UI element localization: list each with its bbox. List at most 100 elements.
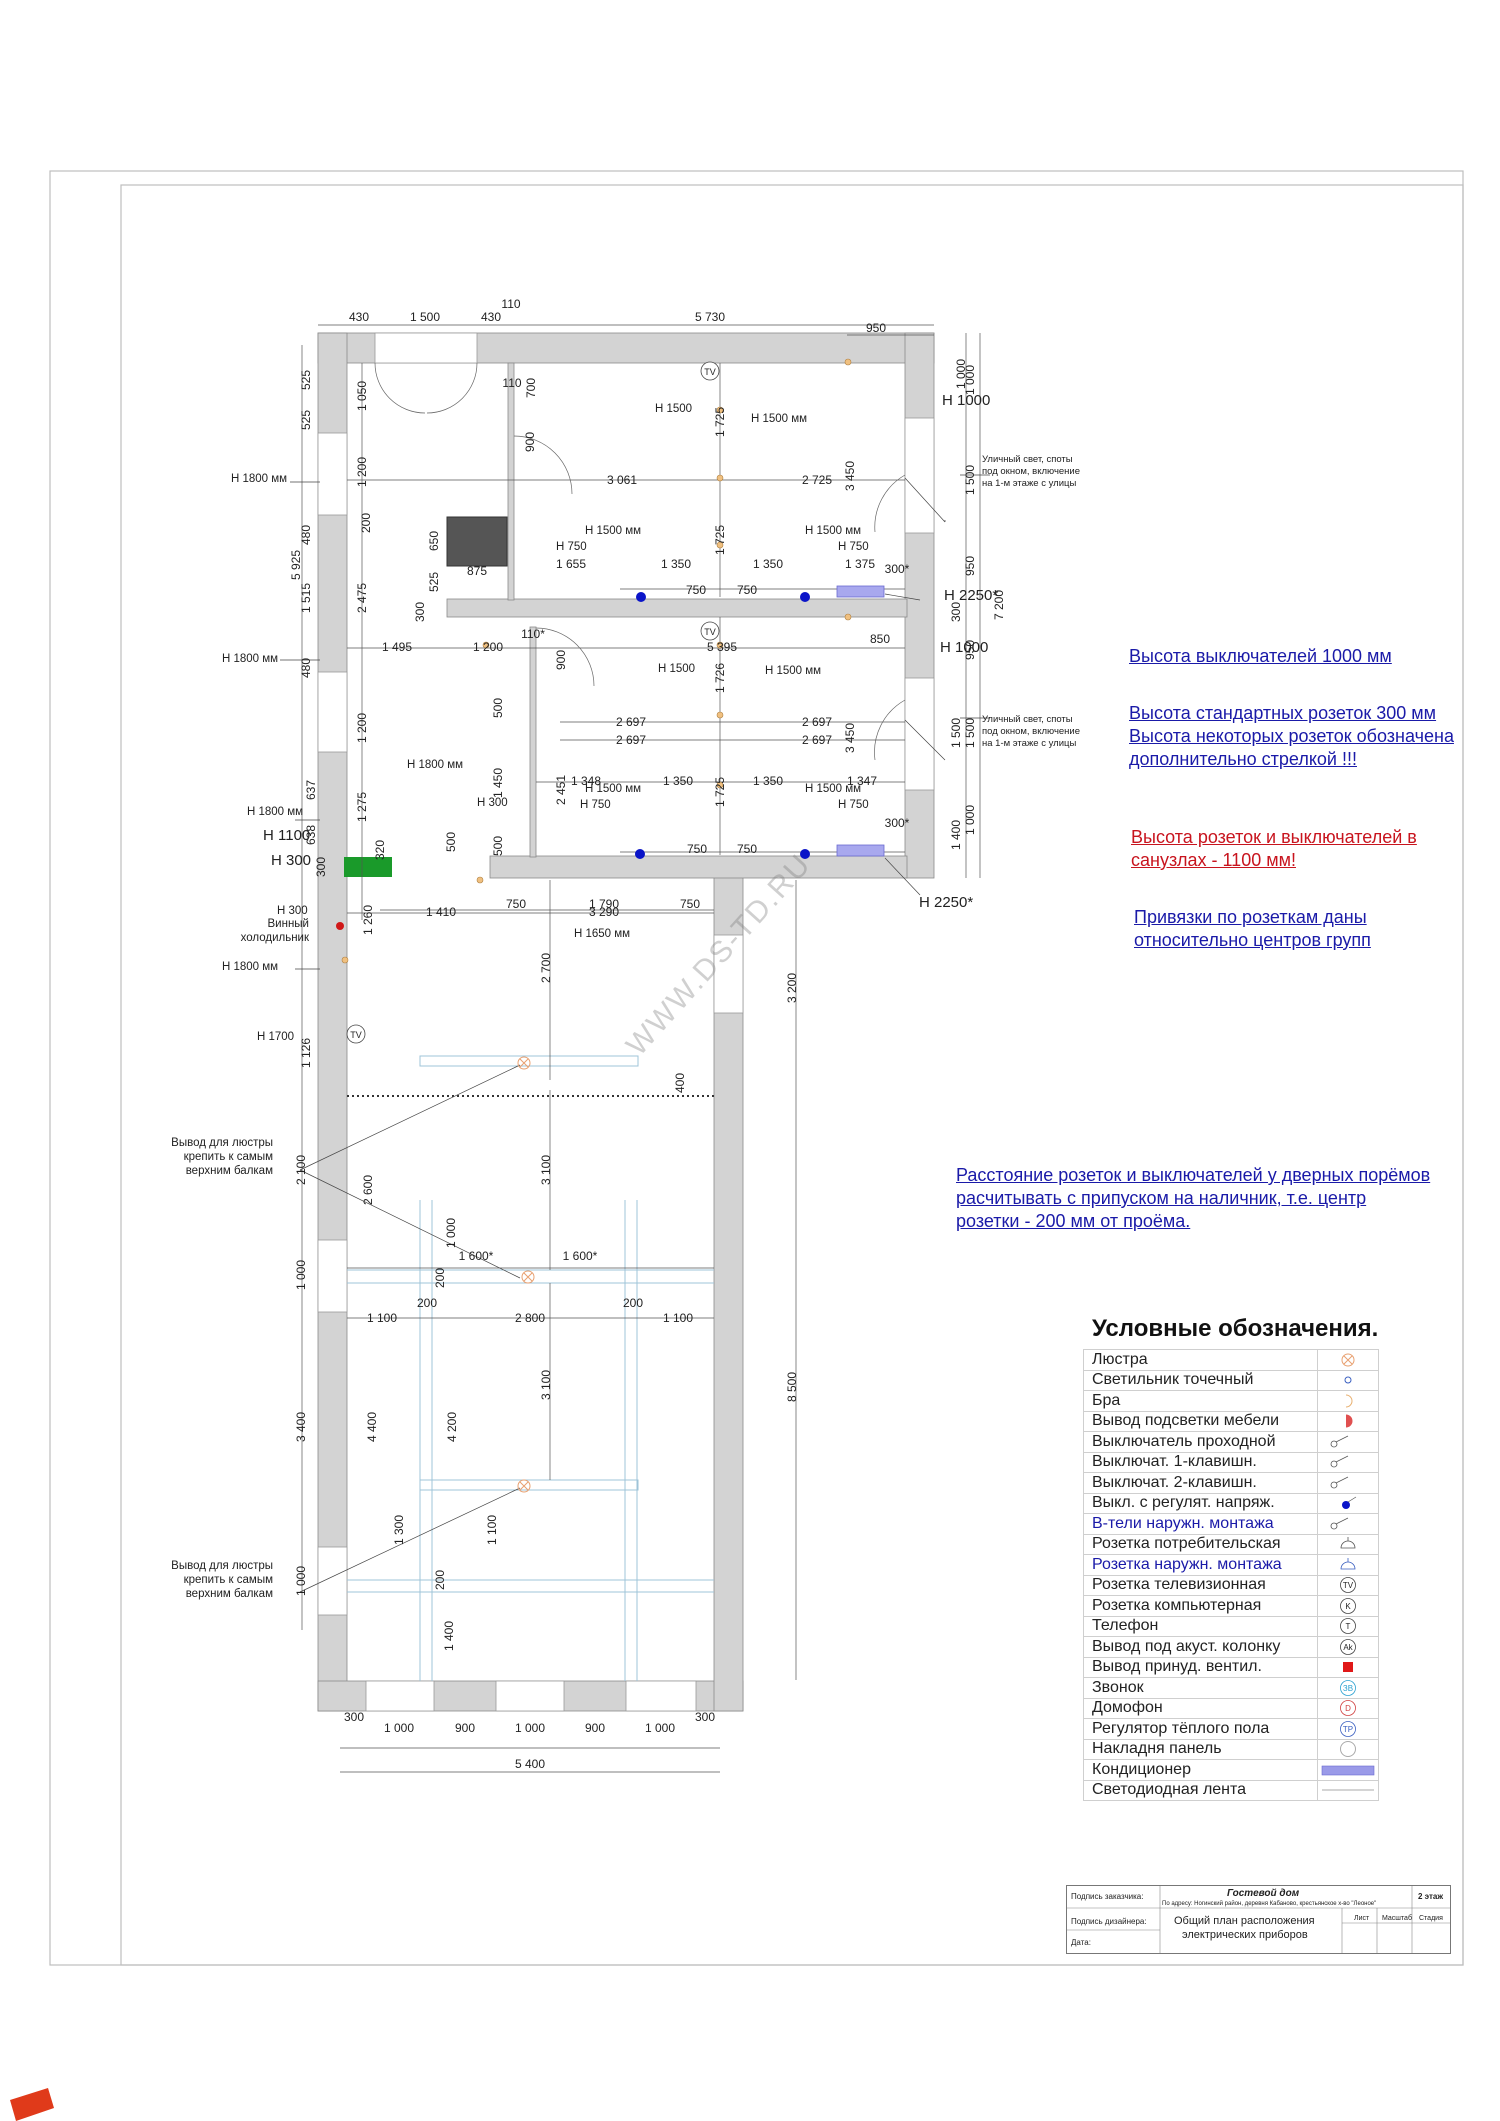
- legend-label: Выключатель проходной: [1083, 1431, 1318, 1453]
- pass-switch-icon: [1317, 1431, 1379, 1453]
- note-reference-1: Привязки по розеткам даны: [1134, 907, 1367, 927]
- svg-text:H 1650 мм: H 1650 мм: [574, 928, 630, 940]
- svg-text:3 450: 3 450: [843, 723, 857, 753]
- outdoor-switch-icon: [1317, 1513, 1379, 1535]
- left-dimensions: 525 525 5 925 480 1 515 480 637 638 1 12…: [289, 370, 318, 1596]
- svg-text:H 1800 мм: H 1800 мм: [222, 961, 278, 973]
- note-bathroom-2: санузлах - 1100 мм!: [1131, 850, 1296, 870]
- svg-text:H 2250*: H 2250*: [944, 587, 998, 604]
- svg-text:1 050: 1 050: [355, 381, 369, 411]
- svg-text:1 725: 1 725: [713, 777, 727, 807]
- note-socket-std-2: Высота некоторых розеток обозначена: [1129, 726, 1454, 746]
- legend-label: Выключат. 1-клавишн.: [1083, 1451, 1318, 1473]
- note-socket-std-1: Высота стандартных розеток 300 мм: [1129, 703, 1437, 723]
- legend-label: Регулятор тёплого пола: [1083, 1718, 1318, 1740]
- legend-label: Выключат. 2-клавишн.: [1083, 1472, 1318, 1494]
- window-openings: [317, 332, 935, 1712]
- svg-text:T: T: [1346, 1622, 1351, 1631]
- project-address: По адресу: Ногинский район, деревня Каба…: [1162, 1901, 1377, 1907]
- svg-text:3 200: 3 200: [785, 973, 799, 1003]
- tv-label-2: TV: [704, 627, 716, 637]
- legend-label: Накладня панель: [1083, 1738, 1318, 1760]
- svg-text:430: 430: [349, 310, 369, 324]
- note-door-3: розетки - 200 мм от проёма.: [956, 1211, 1191, 1231]
- svg-text:400: 400: [673, 1073, 687, 1093]
- bottom-dimensions: 300 1 000 900 1 000 900 1 000 300 5 400: [344, 1710, 715, 1771]
- inner-sheet-frame: [120, 184, 1464, 1966]
- svg-text:D: D: [1345, 1704, 1351, 1713]
- ceiling-beams: [347, 1055, 714, 1681]
- svg-text:1 790: 1 790: [589, 897, 619, 911]
- svg-text:H 750: H 750: [556, 541, 587, 553]
- svg-text:2 697: 2 697: [616, 733, 646, 747]
- legend-label: Вывод под акуст. колонку: [1083, 1636, 1318, 1658]
- corner-logo-icon: [10, 2088, 54, 2121]
- legend-label: Люстра: [1083, 1349, 1318, 1371]
- svg-text:2 725: 2 725: [802, 473, 832, 487]
- svg-text:200: 200: [623, 1296, 643, 1310]
- svg-text:650: 650: [427, 531, 441, 551]
- phone-socket-icon: T: [1317, 1615, 1379, 1637]
- legend-label: В-тели наружн. монтажа: [1083, 1513, 1318, 1535]
- legend-label: Телефон: [1083, 1615, 1318, 1637]
- svg-text:1 350: 1 350: [661, 557, 691, 571]
- svg-text:1 450: 1 450: [491, 768, 505, 798]
- svg-text:1 100: 1 100: [367, 1311, 397, 1325]
- svg-text:TV: TV: [1343, 1581, 1354, 1590]
- svg-text:5 395: 5 395: [707, 640, 737, 654]
- svg-text:3 100: 3 100: [539, 1370, 553, 1400]
- svg-text:300*: 300*: [885, 816, 910, 830]
- legend-label: Вывод принуд. вентил.: [1083, 1656, 1318, 1678]
- floor-label: 2 этаж: [1418, 1892, 1444, 1901]
- date-label: Дата:: [1071, 1938, 1091, 1947]
- led-strip-icon: [1317, 1779, 1379, 1801]
- svg-text:1 260: 1 260: [361, 905, 375, 935]
- svg-text:2 700: 2 700: [539, 953, 553, 983]
- wine-fridge-block: [344, 857, 392, 877]
- svg-text:1 200: 1 200: [355, 457, 369, 487]
- svg-text:холодильник: холодильник: [241, 932, 310, 944]
- street-light-note-2: Уличный свет, споты под окном, включение…: [982, 714, 1080, 749]
- note-socket-std-3: дополнительно стрелкой !!!: [1129, 749, 1357, 769]
- svg-text:на 1-м этаже с улицы: на 1-м этаже с улицы: [982, 738, 1076, 749]
- walls: [317, 332, 935, 1712]
- svg-text:Вывод для люстры: Вывод для люстры: [171, 1560, 273, 1572]
- svg-text:750: 750: [737, 842, 757, 856]
- svg-text:638: 638: [304, 825, 318, 845]
- client-sign-label: Подпись заказчика:: [1071, 1892, 1144, 1901]
- project-name: Гостевой дом: [1227, 1888, 1300, 1899]
- legend-label: Розетка наружн. монтажа: [1083, 1554, 1318, 1576]
- svg-text:430: 430: [481, 310, 501, 324]
- svg-text:1 655: 1 655: [556, 557, 586, 571]
- svg-text:H 1800 мм: H 1800 мм: [247, 806, 303, 818]
- right-dimensions: 1 000 1 500 950 7 200 300 1 000 950 1 50…: [949, 359, 1006, 850]
- legend-row: Вывод принуд. вентил.: [1083, 1656, 1379, 1678]
- legend-row: Телефон T: [1083, 1615, 1379, 1637]
- svg-text:700: 700: [524, 378, 538, 398]
- legend-label: Розетка компьютерная: [1083, 1595, 1318, 1617]
- designer-sign-label: Подпись дизайнера:: [1071, 1917, 1147, 1926]
- title-block: Подпись заказчика: Гостевой дом По адрес…: [1066, 1885, 1451, 1954]
- svg-text:крепить к самым: крепить к самым: [184, 1574, 273, 1586]
- svg-text:крепить к самым: крепить к самым: [184, 1151, 273, 1163]
- svg-text:110: 110: [502, 376, 521, 390]
- svg-text:1 000: 1 000: [963, 805, 977, 835]
- svg-text:525: 525: [427, 572, 441, 592]
- svg-text:200: 200: [433, 1570, 447, 1590]
- drawing-title-2: электрических приборов: [1182, 1929, 1308, 1941]
- svg-text:1 350: 1 350: [753, 557, 783, 571]
- svg-text:900: 900: [455, 1721, 475, 1735]
- legend-row: Розетка потребительская: [1083, 1533, 1379, 1555]
- note-switch-height: Высота выключателей 1000 мм: [1129, 646, 1392, 666]
- svg-text:750: 750: [737, 583, 757, 597]
- svg-text:Уличный свет, споты: Уличный свет, споты: [982, 714, 1073, 725]
- svg-text:637: 637: [304, 780, 318, 800]
- svg-text:900: 900: [585, 1721, 605, 1735]
- sconce-icon: [1317, 1390, 1379, 1412]
- svg-text:на 1-м этаже с улицы: на 1-м этаже с улицы: [982, 478, 1076, 489]
- wine-fridge-label: Винный холодильник: [241, 918, 310, 944]
- svg-text:3 450: 3 450: [843, 461, 857, 491]
